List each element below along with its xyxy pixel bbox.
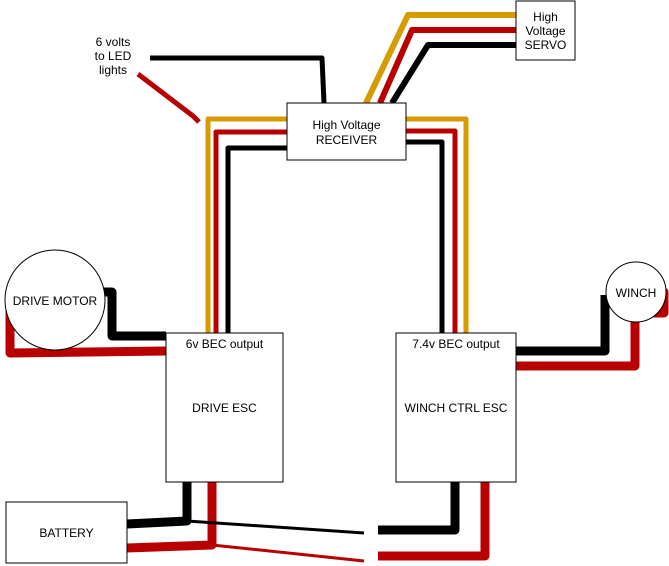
led-note-line2: to LED bbox=[95, 49, 132, 63]
winch-esc-red-to-connector bbox=[378, 482, 490, 561]
drive-esc-label: DRIVE ESC bbox=[192, 401, 257, 415]
winch-esc-wire-red bbox=[405, 128, 458, 333]
receiver-box: High Voltage RECEIVER bbox=[286, 102, 407, 161]
battery-wire-black bbox=[126, 482, 192, 529]
battery-wire-red bbox=[126, 482, 217, 553]
servo-label-line2: Voltage bbox=[525, 24, 565, 38]
servo-label-line1: High bbox=[533, 10, 558, 24]
winch-label: WINCH bbox=[616, 286, 657, 300]
servo-label-line3: SERVO bbox=[525, 38, 567, 52]
winch: WINCH bbox=[605, 261, 667, 323]
led-note-line3: lights bbox=[99, 63, 127, 77]
drive-motor-label: DRIVE MOTOR bbox=[13, 294, 98, 308]
winch-esc-box: 7.4v BEC output WINCH CTRL ESC bbox=[395, 332, 517, 483]
battery-label: BATTERY bbox=[39, 526, 93, 540]
drive-esc-wire-black bbox=[225, 145, 288, 333]
servo-box: High Voltage SERVO bbox=[515, 0, 576, 61]
led-note-line1: 6 volts bbox=[96, 35, 131, 49]
drive-esc-red-to-connector bbox=[211, 543, 365, 563]
receiver-label-line1: High Voltage bbox=[312, 118, 380, 132]
drive-esc-wire-yellow bbox=[205, 116, 288, 333]
servo-wire-black bbox=[389, 42, 516, 105]
winch-esc-label: WINCH CTRL ESC bbox=[405, 401, 508, 415]
receiver-label-line2: RECEIVER bbox=[316, 133, 378, 147]
drive-esc-bec-label: 6v BEC output bbox=[186, 337, 264, 351]
drive-esc-black-to-connector bbox=[186, 519, 365, 535]
winch-esc-wire-yellow bbox=[405, 116, 469, 333]
battery-box: BATTERY bbox=[5, 501, 128, 564]
led-wire-red bbox=[136, 72, 201, 124]
winch-esc-bec-label: 7.4v BEC output bbox=[412, 337, 500, 351]
servo-wire-red bbox=[377, 27, 516, 105]
winch-esc-wire-black bbox=[405, 139, 445, 333]
drive-esc-box: 6v BEC output DRIVE ESC bbox=[165, 332, 284, 483]
winch-esc-black-to-connector bbox=[378, 482, 460, 535]
motor-wire-black bbox=[104, 287, 166, 341]
servo-wire-yellow bbox=[363, 12, 516, 105]
drive-esc-wire-red bbox=[213, 129, 288, 333]
drive-motor: DRIVE MOTOR bbox=[4, 249, 106, 351]
led-wire-black bbox=[150, 55, 327, 104]
winch-wire-black bbox=[516, 295, 610, 356]
wires bbox=[5, 12, 669, 563]
led-note: 6 volts to LED lights bbox=[95, 35, 132, 77]
